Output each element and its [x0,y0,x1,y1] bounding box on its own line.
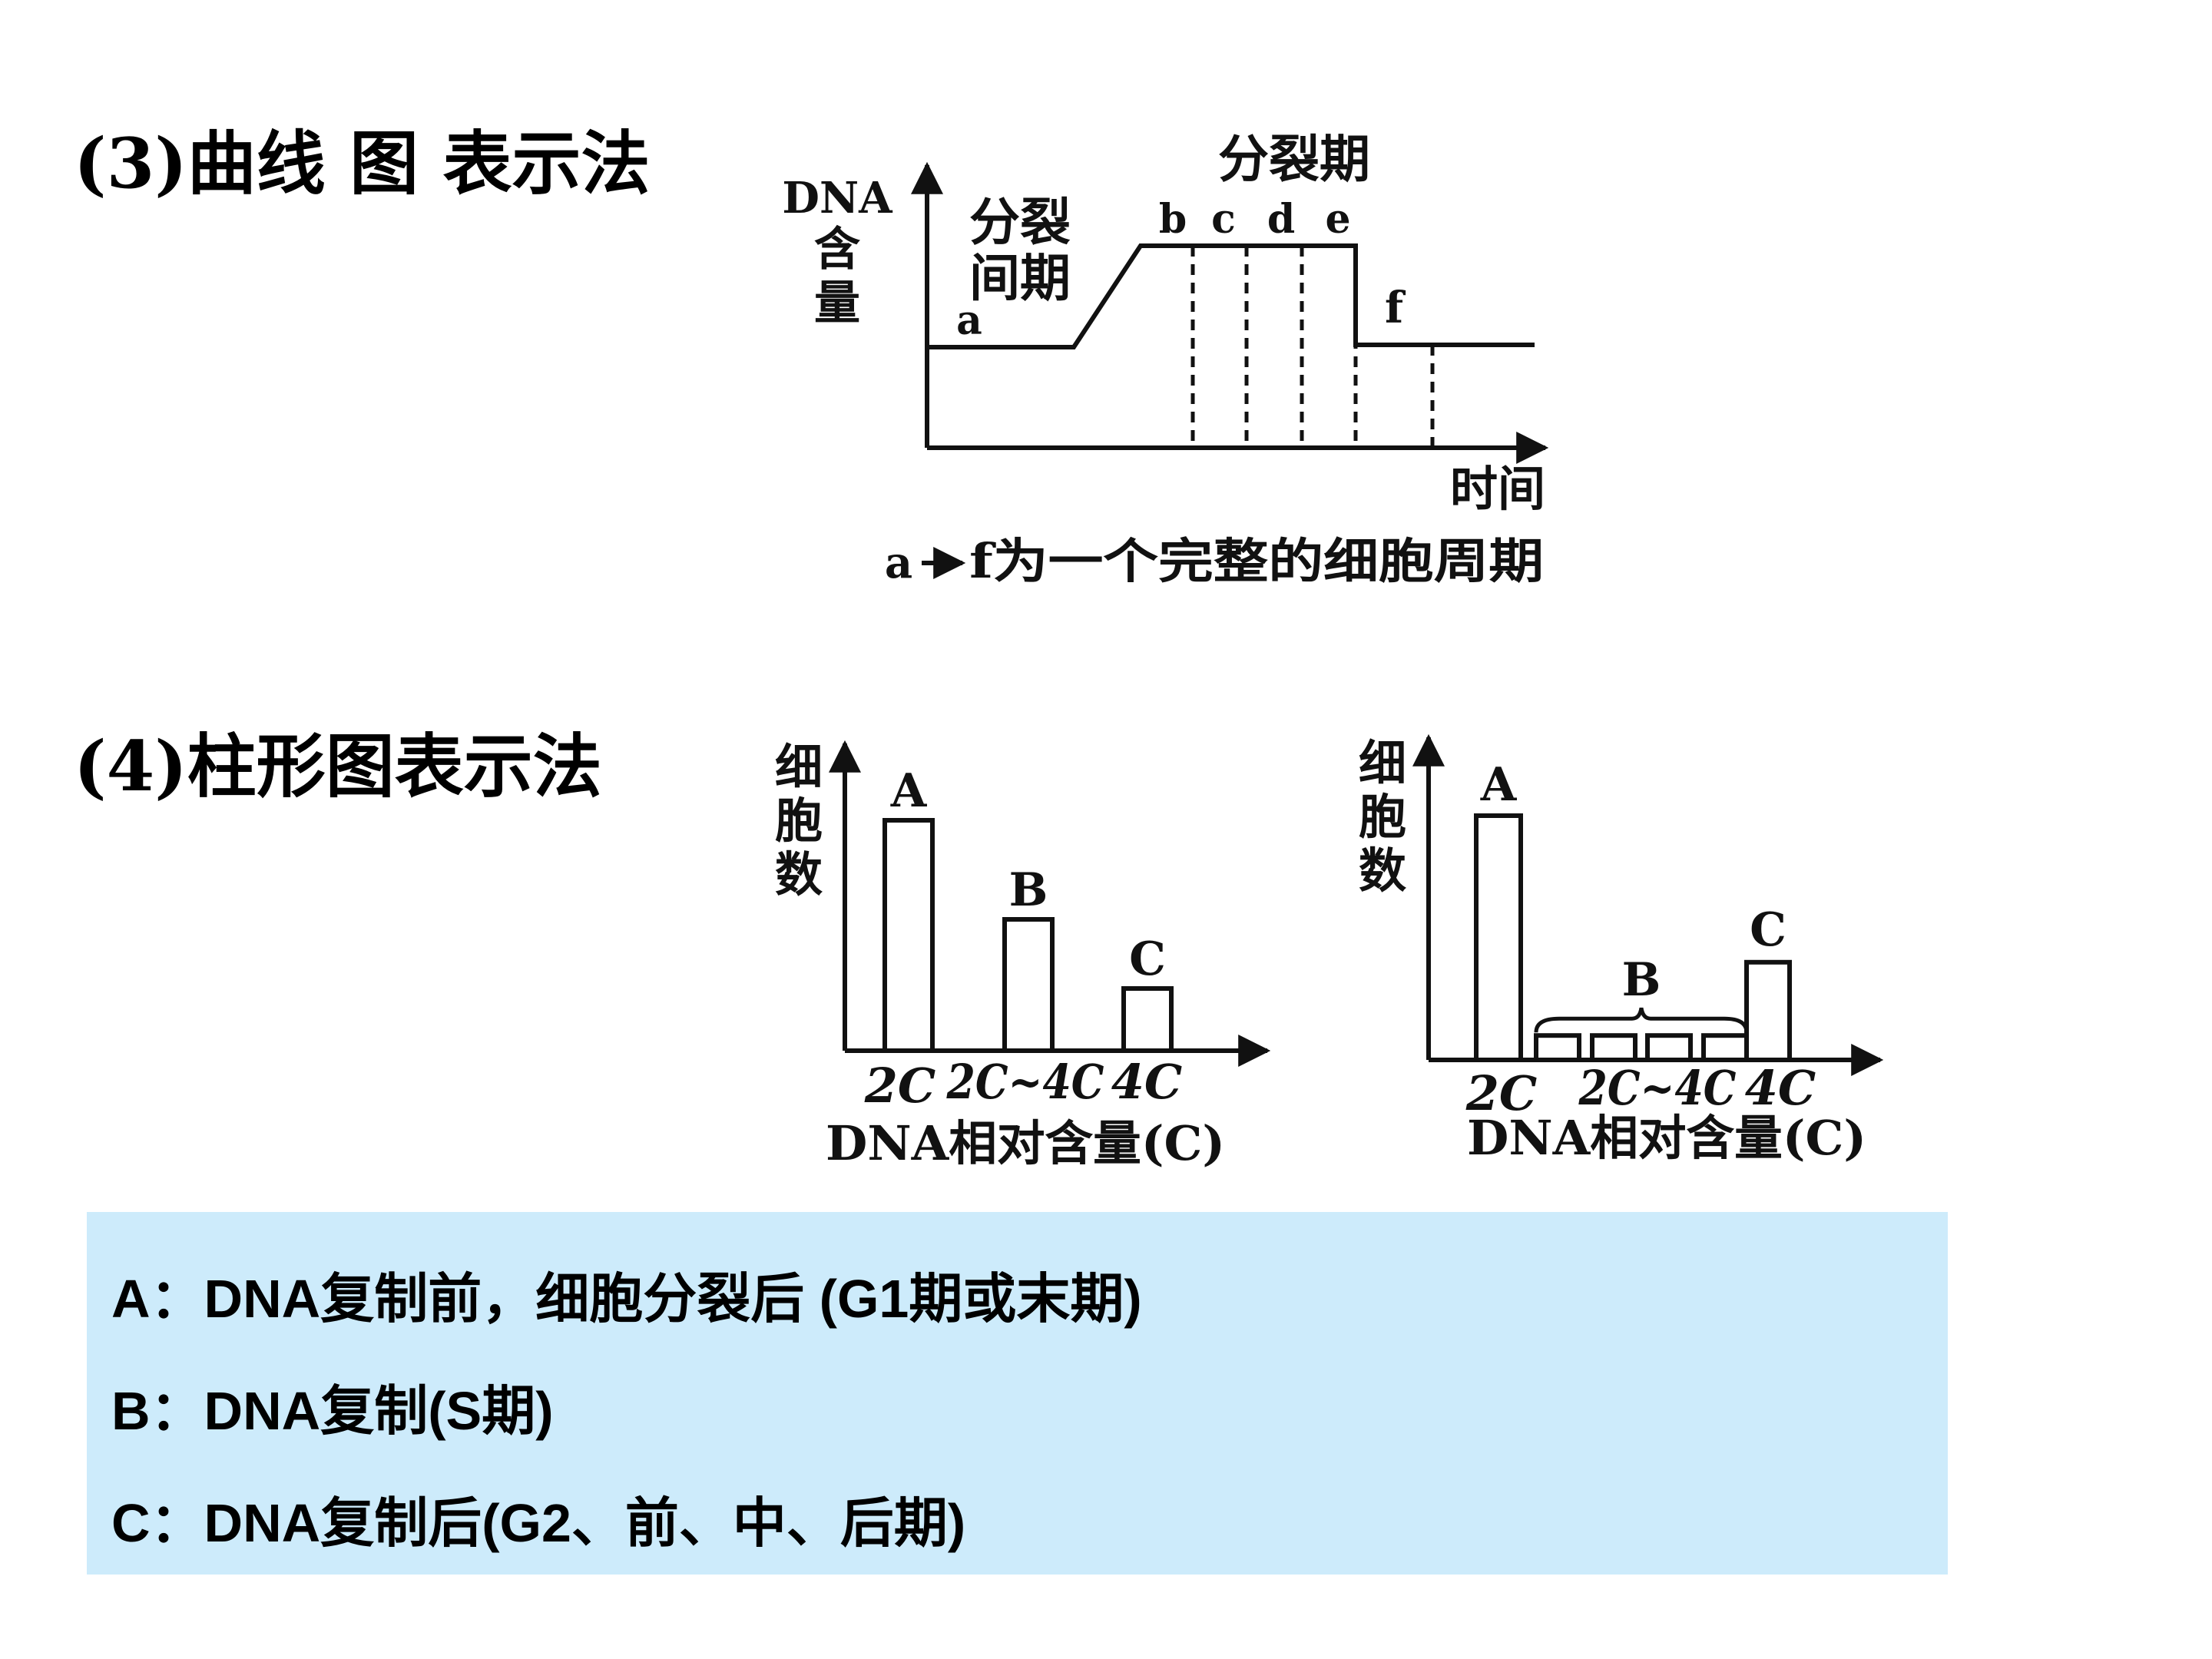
chart1-bar-label-b: B [1009,863,1048,917]
stage-label-c: c [1211,196,1236,243]
division-phase-label: 分裂期 [1218,129,1370,189]
section3-heading: (3)曲线 图 表示法 [74,123,651,204]
caption-text: f为一个完整的细胞周期 [969,533,1544,589]
chart1-xlabel: DNA相对含量(C) [826,1115,1225,1171]
chart2-tick-2c: 2C [1465,1065,1538,1121]
y-axis-label-1: DNA [782,173,893,224]
chart2-bar-b3 [1645,1033,1693,1062]
note-c: C：DNA复制后(G2、前、中、后期) [111,1493,966,1553]
chart2-tick-4c: 4C [1745,1060,1816,1116]
chart2-brace-b [1534,1007,1749,1033]
chart2-bar-a [1474,813,1523,1062]
stage-label-a: a [956,297,982,344]
chart2-bar-b2 [1590,1033,1637,1062]
chart1-bar-b [1002,917,1055,1053]
stage-label-d: d [1267,196,1295,243]
interphase-label-1: 分裂 [969,192,1071,252]
chart2-bar-label-b: B [1622,953,1661,1007]
stage-label-e: e [1325,196,1350,243]
chart2-bar-b1 [1534,1033,1581,1062]
chart2-ylabel-3: 数 [1359,843,1406,899]
chart2-ylabel-1: 细 [1359,735,1406,791]
chart1-ylabel-1: 细 [775,739,823,795]
chart2-xlabel: DNA相对含量(C) [1467,1110,1866,1166]
chart1-bar-a [882,818,935,1053]
chart2-bar-label-c: C [1750,903,1786,957]
note-b: B：DNA复制(S期) [111,1381,554,1441]
notes-panel: A：DNA复制前，细胞分裂后 (G1期或末期) B：DNA复制(S期) C：DN… [87,1212,1948,1575]
chart1-tick-2c-4c: 2C~4C [946,1054,1104,1110]
interphase-label-2: 间期 [969,248,1071,308]
chart1-ylabel-3: 数 [775,846,823,902]
chart2-ylabel-2: 胞 [1359,789,1406,845]
chart1-tick-2c: 2C [864,1058,936,1114]
caption-start: a [885,538,912,588]
x-axis-label: 时间 [1450,461,1545,517]
section4-heading: (4)柱形图表示法 [74,726,602,807]
y-axis-label-2: 含 [814,223,860,276]
chart1-bar-label-c: C [1129,932,1166,986]
chart2-bar-b4 [1701,1033,1749,1062]
stage-label-b: b [1159,196,1187,243]
chart2-tick-2c-4c: 2C~4C [1578,1060,1737,1116]
chart1-ylabel-2: 胞 [775,793,823,849]
note-a: A：DNA复制前，细胞分裂后 (G1期或末期) [111,1269,1142,1329]
chart2-bar-label-a: A [1480,758,1518,812]
stage-label-f: f [1385,283,1406,333]
chart1-bar-c [1121,986,1174,1053]
chart2-bar-c [1744,959,1792,1063]
chart1-bar-label-a: A [890,764,928,818]
chart1-tick-4c: 4C [1111,1054,1183,1110]
y-axis-label-3: 量 [814,276,860,330]
